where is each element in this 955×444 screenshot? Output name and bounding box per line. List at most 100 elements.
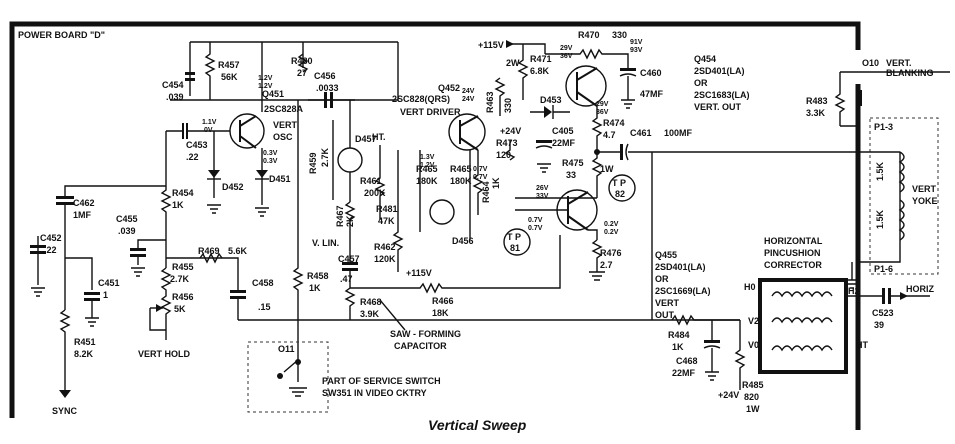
q452-part: 2SC828(QRS) [392,94,450,104]
c455-val: .039 [118,226,136,236]
yoke-coil [898,151,905,241]
r454 [160,186,172,268]
ground [131,267,145,277]
q451-part: 2SC828A [264,104,304,114]
r470-val: 330 [612,30,627,40]
r465b-val: 180K [450,176,472,186]
c454-val: .039 [166,92,184,102]
c452-val: .22 [44,245,57,255]
d457 [337,147,363,173]
d453-wire [530,105,570,119]
voltage: 0.3V [263,158,278,165]
c462-val: 1MF [73,210,92,220]
yoke-label-2: YOKE [912,196,938,206]
r483 [834,72,860,127]
c455-plate [130,254,146,257]
q451-ref: Q451 [262,89,284,99]
wire [137,239,166,248]
saw-label-1: SAW - FORMING [390,329,461,339]
c456-plate [324,92,327,108]
r455-r456 [160,267,172,340]
voltage: 29V [596,101,609,108]
voltage: 1.2V [258,75,273,82]
r463-val: 330 [503,98,513,113]
voltage: 36V [596,109,609,116]
c458-plate [230,296,246,299]
r467 [344,201,356,242]
r476 [589,239,605,281]
q454-alt: 2SC1683(LA) [694,90,750,100]
c457-ref: C457 [338,254,360,264]
c462-plate [56,202,74,205]
c468-ref: C468 [676,356,698,366]
r465b-ref: R465 [450,164,472,174]
c453-ref: C453 [186,140,208,150]
r464 [472,150,484,215]
switch-contact [277,373,283,379]
c523-ref: C523 [872,308,894,318]
c468-val: 22MF [672,368,696,378]
r484-val: 1K [672,342,684,352]
voltage: 24V [462,88,475,95]
c452-plate [30,251,46,254]
yoke-box [869,117,939,275]
r457-ref: R457 [218,60,240,70]
voltage: 36V [560,53,573,60]
ground [255,207,269,217]
r483-ref: R483 [806,96,828,106]
q451-func2: OSC [273,132,293,142]
voltage: 0.7V [528,225,543,232]
c460-val: 47MF [640,89,664,99]
r471-watt: 2W [506,58,520,68]
r457 [204,42,216,100]
ground [207,204,221,214]
ht2-label: HT [856,340,868,350]
r469-val: 5.6K [228,246,248,256]
c461-plate [620,144,623,160]
hpc-label-1: HORIZONTAL [764,236,823,246]
r484 [671,314,740,326]
h2-label: H2 [848,286,860,296]
sw-label-1: PART OF SERVICE SWITCH [322,376,441,386]
r473-val: 120 [496,150,511,160]
r469-ref: R469 [198,246,220,256]
q455-alt: 2SC1669(LA) [655,286,711,296]
c452-plate [30,245,46,248]
ground [705,348,719,381]
yoke-r1: 1.5K [875,161,885,181]
p16-label: P1-6 [874,264,893,274]
voltage: 0.7V [473,174,488,181]
v2-label: V2 [748,316,759,326]
tp81-label: T P [507,232,521,242]
r454-val: 1K [172,200,184,210]
d451-ref: D451 [269,174,291,184]
hpc-coil [771,291,833,298]
c405-val: 22MF [552,138,576,148]
r467-ref: R467 [335,205,345,227]
c451-plate [84,292,100,295]
ground [85,301,99,327]
hpc-coil [771,345,833,352]
r474 [591,106,603,150]
q455-ref: Q455 [655,250,677,260]
c462-plate [56,196,74,199]
yoke-r2: 1.5K [875,209,885,229]
wire [65,257,93,290]
ground [31,287,45,297]
yoke-label-1: VERT [912,184,937,194]
c461-plate [625,143,629,161]
voltage: 0.3V [263,150,278,157]
r471-ref: R471 [530,54,552,64]
r475-val: 33 [566,170,576,180]
d453-ref: D453 [540,95,562,105]
c461-ref: C461 [630,128,652,138]
r459-val: 2.7K [320,147,330,167]
r485-ref: R485 [742,380,764,390]
r451-val: 8.2K [74,349,94,359]
q454 [565,65,607,107]
voltage: 24V [462,96,475,103]
q452-func: VERT DRIVER [400,107,461,117]
c453-plate [182,123,184,139]
c454-plate [185,78,195,81]
c452-ref: C452 [40,233,62,243]
